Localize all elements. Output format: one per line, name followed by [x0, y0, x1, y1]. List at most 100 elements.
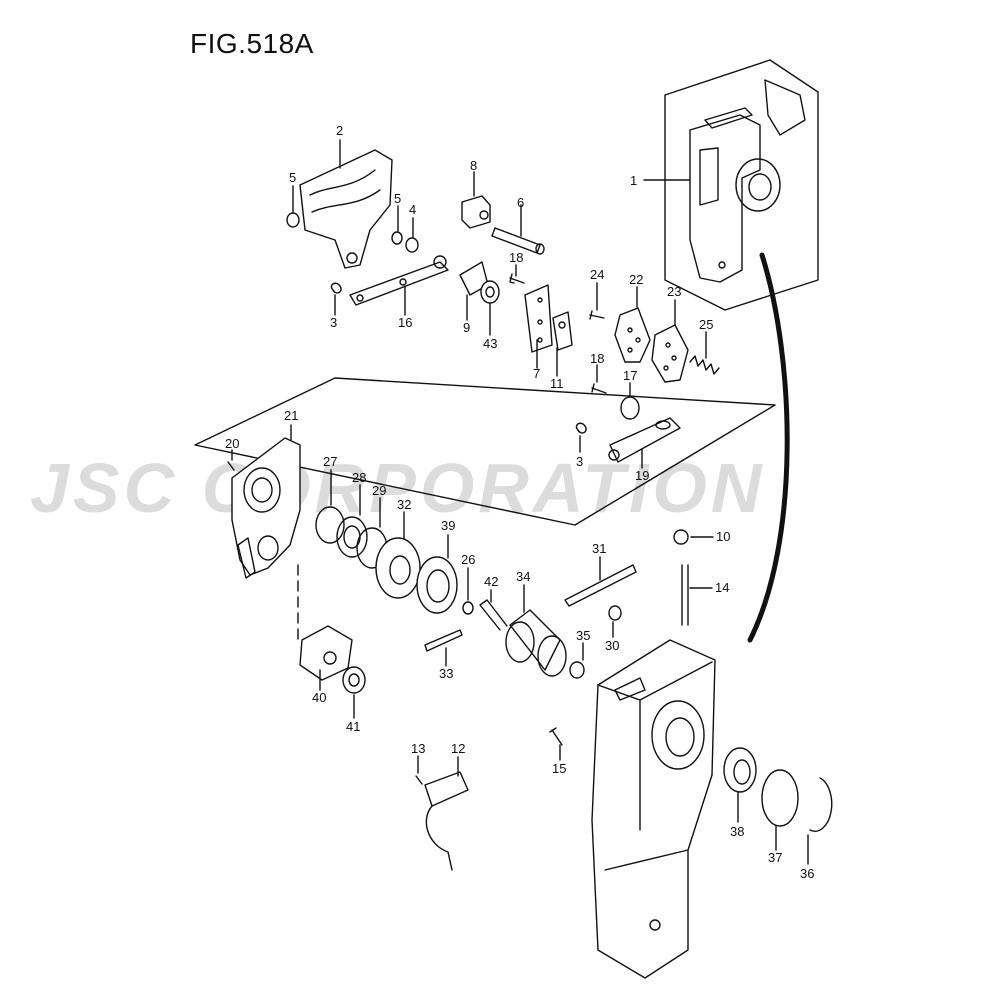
callout-27: 27 [323, 454, 337, 469]
part-23-detent-plate [651, 324, 689, 383]
part-16-link-arm [349, 255, 449, 306]
callout-32: 32 [397, 497, 411, 512]
part-5-washer-b [391, 231, 403, 245]
callout-26: 26 [461, 552, 475, 567]
callout-11: 11 [550, 376, 564, 391]
part-3-clip [330, 282, 342, 294]
watermark: JSC CORPORATION [30, 449, 765, 527]
callout-13: 13 [411, 741, 425, 756]
callout-10: 10 [716, 529, 730, 544]
assembly-arrow [747, 252, 790, 643]
part-33-pin [424, 629, 463, 652]
part-8-knob [461, 195, 491, 229]
callout-16: 16 [398, 315, 412, 330]
part-2-lever-plate [299, 149, 393, 269]
part-31-key [564, 564, 637, 607]
part-24-screw [589, 310, 605, 320]
callout-31: 31 [592, 541, 606, 556]
part-34-drum [505, 609, 567, 677]
main-housing [591, 639, 716, 979]
part-3-clip-b [575, 422, 587, 434]
part-1-control-box-assembly [689, 79, 806, 283]
part-20-screw [227, 461, 235, 471]
callout-4: 4 [409, 202, 416, 217]
callout-3b: 3 [576, 454, 583, 469]
part-22-detent-plate [614, 307, 651, 363]
callout-18b: 18 [590, 351, 604, 366]
callout-22: 22 [629, 272, 643, 287]
part-13-screw [415, 775, 423, 785]
callout-33: 33 [439, 666, 453, 681]
callout-40: 40 [312, 690, 326, 705]
part-11-plate [552, 311, 573, 351]
callout-35: 35 [576, 628, 590, 643]
part-41-nut [342, 666, 366, 694]
callout-24: 24 [590, 267, 604, 282]
part-5-washer [286, 212, 300, 228]
part-36-snap-ring [809, 777, 833, 832]
callout-12: 12 [451, 741, 465, 756]
part-39-washer [416, 556, 458, 614]
callout-23: 23 [667, 284, 681, 299]
part-14-rod [681, 564, 689, 626]
part-19-link [608, 417, 681, 463]
callout-labels: 1 2 3 3 4 5 5 6 7 8 9 10 11 12 13 14 15 … [225, 123, 814, 881]
part-42-pin [479, 599, 508, 631]
part-17-washer [620, 396, 640, 420]
part-15-screw [549, 727, 563, 746]
part-27-ring [315, 506, 345, 544]
part-37-washer [761, 769, 799, 827]
part-43-bushing [480, 280, 500, 304]
callout-34: 34 [516, 569, 530, 584]
callout-9: 9 [463, 320, 470, 335]
part-12-switch [424, 771, 469, 871]
callout-25: 25 [699, 317, 713, 332]
part-28-ring [336, 516, 368, 558]
part-18-screw [509, 273, 525, 284]
part-26-washer [462, 601, 474, 615]
callout-8: 8 [470, 158, 477, 173]
callout-18a: 18 [509, 250, 523, 265]
figure-title: FIG.518A [190, 28, 314, 59]
callout-36: 36 [800, 866, 814, 881]
part-6-shaft [491, 227, 545, 255]
callout-15: 15 [552, 761, 566, 776]
callout-5b: 5 [394, 191, 401, 206]
callout-41: 41 [346, 719, 360, 734]
part-25-spring [689, 355, 720, 375]
callout-42: 42 [484, 574, 498, 589]
part-7-bracket [524, 284, 553, 353]
callout-38: 38 [730, 824, 744, 839]
callout-1: 1 [630, 173, 637, 188]
callout-19: 19 [635, 468, 649, 483]
callout-3a: 3 [330, 315, 337, 330]
callout-39: 39 [441, 518, 455, 533]
part-18-screw-b [591, 383, 607, 394]
callout-37: 37 [768, 850, 782, 865]
callout-14: 14 [715, 580, 729, 595]
part-21-side-plate [231, 437, 301, 579]
callout-30: 30 [605, 638, 619, 653]
subassembly-outline [194, 377, 776, 526]
callout-43: 43 [483, 336, 497, 351]
callout-17: 17 [623, 368, 637, 383]
assembly-inset-box [664, 59, 819, 311]
callout-5a: 5 [289, 170, 296, 185]
callout-28: 28 [352, 470, 366, 485]
callout-21: 21 [284, 408, 298, 423]
part-4-washer [405, 237, 419, 253]
callout-20: 20 [225, 436, 239, 451]
callout-2: 2 [336, 123, 343, 138]
callout-6: 6 [517, 195, 524, 210]
part-35-bushing [569, 661, 585, 679]
part-38-seal [723, 747, 757, 793]
watermark-text: JSC CORPORATION [30, 449, 765, 527]
callout-29: 29 [372, 483, 386, 498]
part-32-gear-disk [375, 537, 421, 599]
part-30-plug [608, 605, 622, 621]
part-10-nut [673, 529, 689, 545]
callout-7: 7 [533, 366, 540, 381]
part-40-bracket [299, 625, 353, 681]
